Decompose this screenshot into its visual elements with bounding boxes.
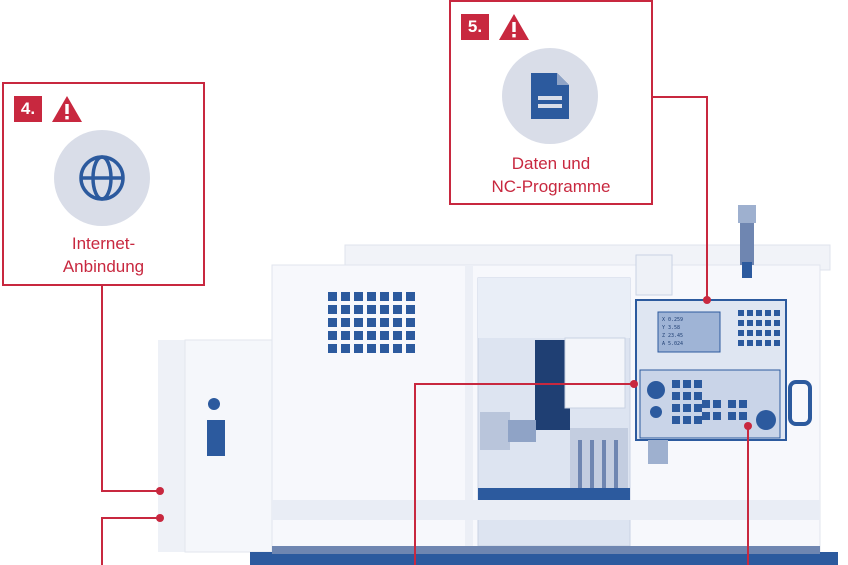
emergency-stop [756,410,776,430]
screen-line: Z 23.45 [662,333,684,339]
machine-base-top [272,546,820,554]
icon-circle [54,130,150,226]
turret-head [564,337,626,409]
chuck [480,412,510,450]
connector-line-5 [652,96,708,300]
icon-circle [502,48,598,144]
door-handle [207,420,225,456]
connector-line-4 [101,286,160,492]
spindle-part [508,420,536,442]
label-line-2: Anbindung [62,257,145,276]
callout-header: 4. [14,94,84,124]
label-line-1: Daten und [511,154,591,173]
tailstock-slots [578,440,618,500]
warning-icon [52,96,82,122]
screen-line: X 0.259 [662,317,684,323]
control-keypad [672,380,747,424]
control-screen [657,311,721,353]
callout-internet: 4. Internet- Anbindung [2,82,205,286]
panel-handle [788,380,812,426]
signal-light-top [738,205,756,223]
document-icon [531,73,569,119]
panel-arm [648,440,668,464]
globe-icon [79,155,125,201]
callout-data: 5. Daten und NC-Programme [449,0,653,205]
vent-grid [328,292,415,353]
step-badge: 5. [461,14,489,40]
screen-readout: X 0.259 Y 3.58 Z 23.45 A 5.024 [662,316,718,348]
machine-door-panel [184,339,276,553]
feed-knob [650,406,662,418]
screen-keypad [738,310,780,346]
screen-line: A 5.024 [662,341,684,347]
machine-base [250,552,838,565]
spindle-knob [647,381,665,399]
connector-line-panel-left [414,383,634,565]
callout-header: 5. [461,12,531,42]
connector-dots [156,296,752,522]
body-stripe [272,500,820,520]
label-line-2: NC-Programme [491,177,611,196]
screen-line: Y 3.58 [662,325,681,331]
step-badge: 4. [14,96,42,122]
monitor-mount [635,254,673,296]
callout-label: Daten und NC-Programme [451,152,651,198]
work-area-floor [478,488,630,502]
work-area-shade [478,278,630,338]
label-line-1: Internet- [71,234,136,253]
door-lock [208,398,220,410]
body-divider [465,265,473,555]
connector-line-aux [101,517,160,565]
connector-lines [101,96,749,565]
signal-light-base [742,262,752,278]
warning-icon [499,14,529,40]
callout-label: Internet- Anbindung [4,232,203,278]
